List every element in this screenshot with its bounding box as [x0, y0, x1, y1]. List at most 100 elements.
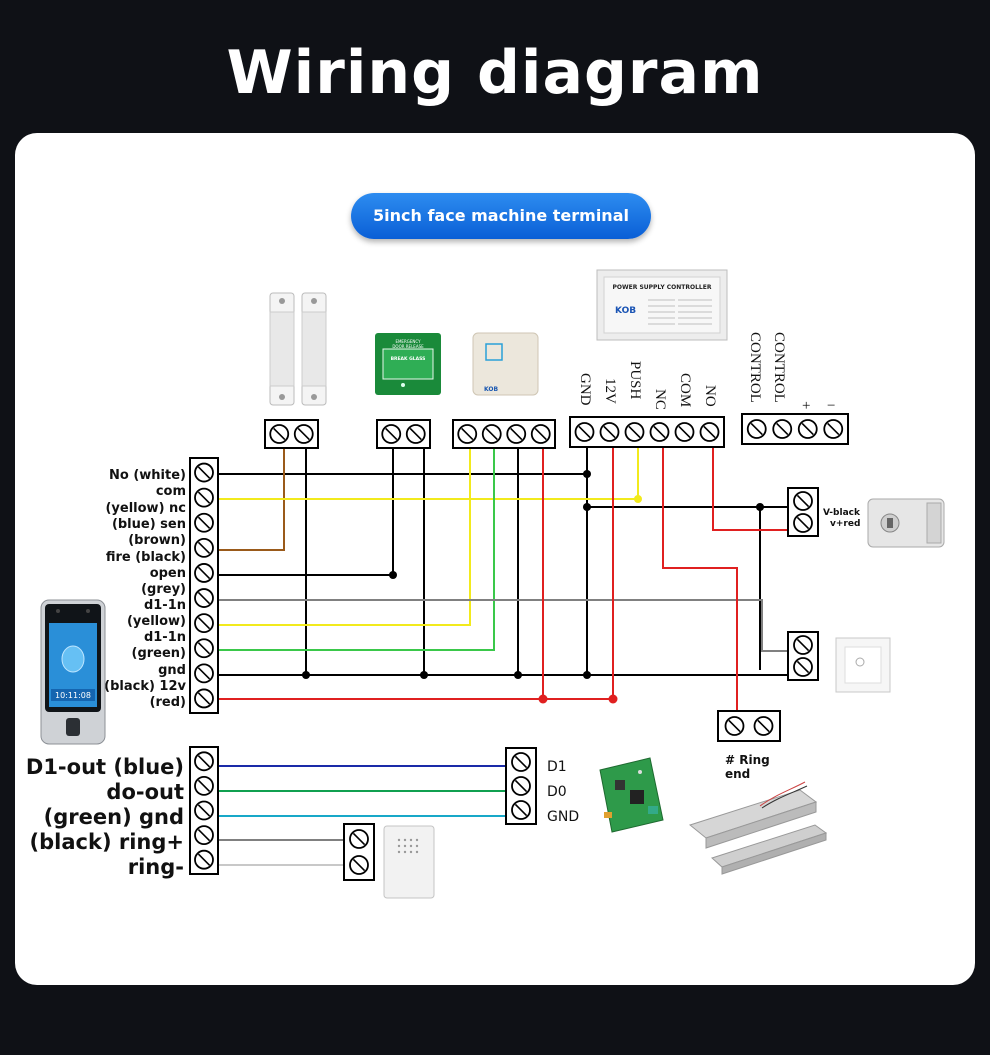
fire-button-text: BREAK GLASS — [391, 356, 426, 362]
terminal-label: No (white) — [109, 468, 186, 483]
controller-label: D0 — [547, 784, 567, 800]
lower-terminal-label: do-out — [106, 780, 184, 804]
screw-terminal-icon — [746, 419, 767, 439]
face-terminal-icon: 10:11:08 — [40, 599, 106, 745]
terminal-label: (black) 12v — [104, 679, 186, 694]
reader-brand: KOB — [484, 386, 498, 393]
screw-terminal-icon — [381, 424, 402, 444]
screw-terminal-icon — [823, 419, 844, 439]
screw-terminal-icon — [724, 716, 745, 736]
emergency-button-icon: EMERGENCY DOOR RELEASE BREAK GLASS — [375, 333, 441, 395]
wire-no-lock — [712, 446, 790, 531]
screw-terminal-icon — [349, 855, 369, 875]
card-reader-icon: KOB — [472, 332, 539, 396]
terminal-label: d1-1n — [144, 630, 186, 645]
junction-dot — [583, 470, 591, 478]
junction-dot — [756, 503, 764, 511]
terminal-label: d1-1n — [144, 598, 186, 613]
screw-terminal-icon — [194, 487, 214, 508]
screw-terminal-icon — [194, 613, 214, 634]
screw-terminal-icon — [511, 800, 531, 820]
door-sensor-icon — [269, 292, 327, 406]
screw-terminal-icon — [194, 800, 214, 821]
terminal-label: com — [156, 484, 186, 499]
junction-dot — [583, 503, 591, 511]
ring-label: # Ring — [725, 753, 770, 767]
wire-grey — [218, 599, 790, 652]
fire-button-text: EMERGENCY — [395, 339, 421, 344]
screw-terminal-icon — [772, 419, 793, 439]
screw-terminal-icon — [194, 825, 214, 845]
screw-terminal-icon — [194, 638, 214, 659]
screw-terminal-icon — [405, 424, 426, 444]
screw-terminal-icon — [194, 688, 214, 709]
screw-terminal-icon — [194, 849, 214, 870]
wire-nc-ring — [662, 446, 738, 712]
lower-terminal-label: (green) gnd — [44, 805, 184, 829]
terminal-label: (green) — [132, 646, 187, 661]
screw-terminal-icon — [674, 422, 695, 442]
device-time: 10:11:08 — [55, 691, 91, 700]
psu-terminal-label: CONTROL — [771, 332, 787, 403]
wire-brown — [218, 446, 285, 551]
psu-terminal-label: PUSH — [627, 361, 643, 400]
doorbell-icon — [383, 825, 435, 899]
screw-terminal-icon — [194, 537, 214, 558]
wire-green-d1 — [218, 446, 495, 651]
screw-terminal-icon — [511, 776, 531, 796]
fire-button-text: DOOR RELEASE — [392, 344, 424, 349]
ring-label: end — [725, 767, 750, 781]
screw-terminal-icon — [793, 657, 813, 677]
screw-terminal-icon — [530, 424, 551, 444]
psu-terminal-label: NC — [652, 389, 668, 410]
magnetic-lock-icon — [688, 781, 828, 875]
screw-terminal-icon — [574, 422, 595, 442]
screw-terminal-icon — [511, 752, 531, 772]
psu-terminal-label: NO — [702, 385, 718, 407]
junction-dot — [389, 571, 397, 579]
lower-terminal-label: D1-out (blue) — [26, 755, 184, 779]
controller-label: GND — [547, 809, 579, 825]
terminal-label: fire (black) — [106, 550, 186, 565]
terminal-label: (yellow) — [127, 614, 186, 629]
psu-terminal-label: − — [827, 398, 835, 414]
screw-terminal-icon — [793, 491, 813, 511]
terminal-label: (yellow) nc — [105, 501, 186, 516]
power-supply-icon: POWER SUPPLY CONTROLLER KOB — [596, 269, 728, 341]
screw-terminal-icon — [506, 424, 527, 444]
wire-no-white — [218, 446, 588, 475]
lower-terminal-label: (black) ring+ — [30, 830, 184, 854]
subtitle-pill: 5inch face machine terminal — [351, 193, 651, 239]
screw-terminal-icon — [797, 419, 818, 439]
screw-terminal-icon — [194, 663, 214, 684]
junction-dot — [538, 694, 548, 704]
screw-terminal-icon — [194, 776, 214, 796]
screw-terminal-icon — [457, 424, 478, 444]
lock-label: V-black — [823, 508, 861, 518]
screw-terminal-icon — [194, 512, 214, 533]
electric-lock-icon — [867, 498, 945, 548]
psu-terminal-label: 12V — [602, 378, 618, 404]
terminal-label: (brown) — [128, 533, 186, 548]
junction-dot — [514, 671, 522, 679]
junction-dot — [420, 671, 428, 679]
screw-terminal-icon — [269, 424, 290, 444]
psu-terminal-label: + — [802, 398, 810, 414]
junction-dot — [608, 694, 618, 704]
screw-terminal-icon — [481, 424, 502, 444]
terminal-label: gnd — [158, 663, 186, 678]
psu-brand: KOB — [615, 306, 636, 316]
exit-button-icon — [835, 637, 891, 693]
screw-terminal-icon — [649, 422, 670, 442]
psu-panel-title: POWER SUPPLY CONTROLLER — [613, 284, 712, 291]
psu-terminal-label: GND — [577, 373, 593, 406]
screw-terminal-icon — [194, 462, 214, 483]
screw-terminal-icon — [293, 424, 314, 444]
terminal-label: (blue) sen — [112, 517, 186, 532]
wire-yellow-nc — [218, 446, 639, 500]
screw-terminal-icon — [699, 422, 720, 442]
terminal-label: (red) — [150, 695, 186, 710]
lower-terminal-label: ring- — [128, 855, 184, 879]
